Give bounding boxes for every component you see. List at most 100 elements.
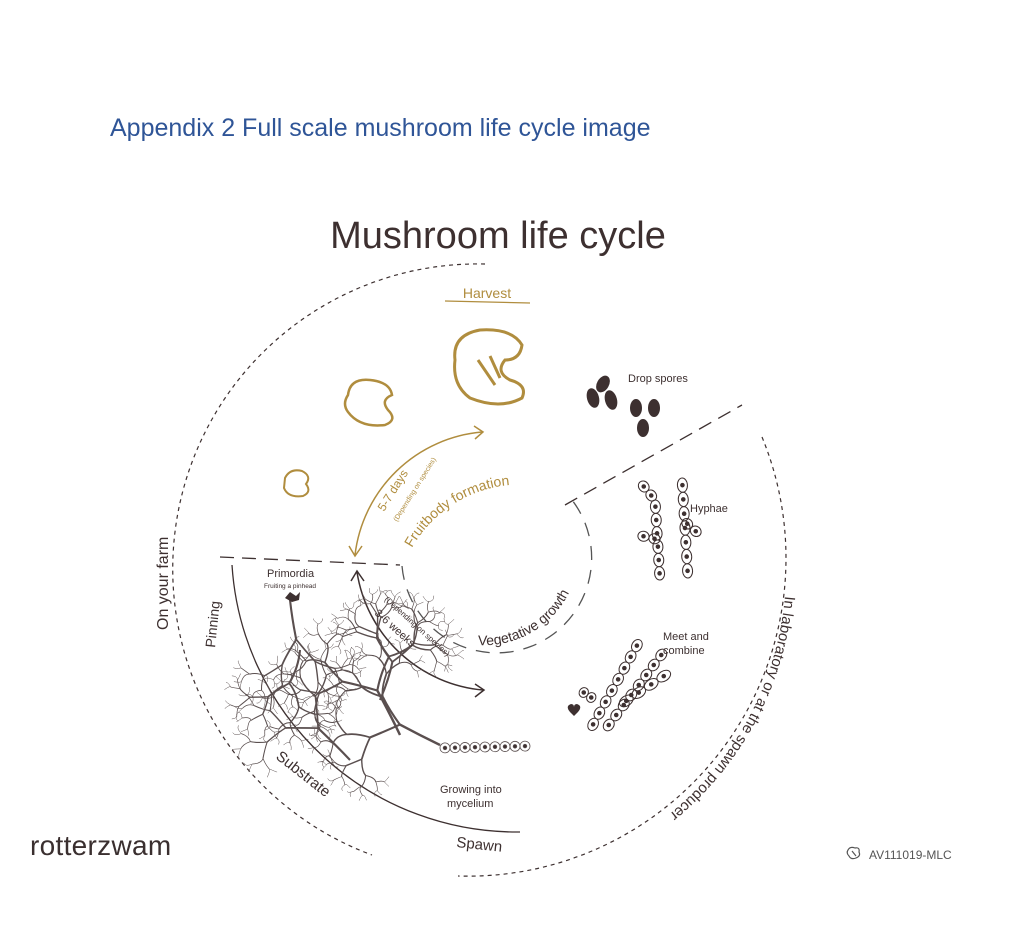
mycelium-branch — [329, 743, 334, 756]
hypha-nucleus — [462, 745, 468, 750]
mycelium-branch — [447, 634, 455, 638]
pinning-label: Pinning — [202, 600, 223, 648]
mycelium-branch — [318, 680, 343, 695]
mycelium-branch — [303, 632, 310, 638]
hypha-nucleus — [656, 557, 662, 563]
hypha-nucleus — [641, 533, 646, 539]
mycelium-branch — [386, 601, 396, 606]
mycelium-branch — [438, 624, 443, 631]
hypha-nucleus — [652, 536, 657, 542]
mycelium-branch — [367, 654, 380, 660]
appendix-heading: Appendix 2 Full scale mushroom life cycl… — [110, 114, 651, 142]
mycelium-branch — [292, 680, 298, 687]
mycelium-branch — [334, 761, 347, 767]
mycelium-branch — [268, 661, 277, 666]
mycelium-branch — [385, 662, 400, 675]
mycelium-branch — [399, 661, 412, 666]
heart-icon — [567, 704, 581, 716]
mycelium-branch — [327, 749, 330, 756]
mycelium-branch — [341, 784, 345, 791]
mycelium-branch — [349, 652, 355, 661]
mycelium-branch — [429, 649, 438, 662]
mycelium-branch — [336, 626, 347, 631]
mycelium-branch — [359, 649, 363, 656]
mycelium-branch — [272, 707, 278, 715]
combine-hyphae-icon — [578, 638, 672, 732]
mycelium-branch — [417, 611, 429, 624]
mycelium-branch — [270, 737, 277, 742]
hypha-nucleus — [643, 672, 649, 678]
mycelium-branch — [353, 673, 359, 682]
mycelium-branch — [289, 743, 292, 751]
mycelium-branch — [388, 642, 395, 645]
mycelium-branch — [265, 683, 272, 695]
mycelium-branch — [417, 669, 424, 672]
mycelium-branch — [264, 725, 268, 736]
mycelium-branch — [231, 675, 238, 680]
hypha-nucleus — [653, 504, 658, 509]
mycelium-branch — [329, 660, 337, 663]
arrow-heads — [350, 569, 486, 698]
mycelium-branch — [247, 687, 250, 696]
mycelium-branch — [302, 696, 311, 700]
document-code-text: AV111019-MLC — [869, 847, 952, 862]
mycelium-branch — [327, 692, 339, 697]
mycelium-branch — [241, 673, 250, 682]
mycelium-branch — [266, 720, 271, 727]
mycelium-branch — [359, 625, 377, 635]
hypha-nucleus — [641, 484, 647, 489]
mycelium-branch — [349, 791, 354, 797]
mycelium-branch — [265, 674, 268, 684]
mycelium-branch — [399, 643, 403, 652]
mycelium-branch — [342, 602, 347, 610]
hypha-nucleus — [651, 662, 657, 668]
mycelium-branch — [291, 696, 294, 708]
mycelium-branch — [442, 644, 453, 650]
mycelium-branch — [242, 717, 252, 721]
hypha-nucleus — [603, 699, 608, 705]
hypha-nucleus — [657, 571, 662, 576]
mycelium-branch — [337, 616, 349, 620]
mycelium-branch — [354, 613, 360, 628]
hypha-nucleus — [606, 722, 612, 728]
mycelium-branch — [328, 706, 336, 714]
mycelium-branch — [395, 602, 403, 605]
mushroom-large-icon — [453, 328, 525, 406]
mycelium-branch — [422, 596, 429, 602]
mycelium-branch — [336, 682, 340, 694]
mycelium-branch — [309, 653, 321, 660]
mycelium-branch — [341, 658, 348, 671]
mycelium-branch — [231, 748, 241, 750]
mycelium-branch — [281, 639, 297, 666]
hypha-nucleus — [661, 673, 667, 679]
hypha-nucleus — [623, 698, 629, 704]
mycelium-branch — [346, 626, 360, 631]
mycelium-branch — [411, 660, 420, 666]
mycelium-branch — [289, 706, 300, 724]
mycelium-branch — [377, 790, 383, 796]
mycelium-branch — [337, 692, 342, 700]
vegetative-circle — [401, 499, 593, 654]
mycelium-branch — [262, 713, 269, 727]
mycelium-branch — [273, 731, 278, 739]
mycelium-branch — [312, 747, 315, 754]
mycelium-branch — [384, 776, 390, 783]
mycelium-branch — [429, 613, 436, 622]
mycelium-branch — [341, 765, 347, 778]
hypha-nucleus — [615, 677, 621, 682]
mycelium-branch — [451, 646, 459, 649]
mycelium-branch — [295, 638, 316, 662]
mycelium-branch — [428, 610, 440, 613]
mycelium-branch — [233, 667, 242, 669]
mycelium-branch — [444, 629, 448, 637]
arrow-heads — [348, 425, 485, 558]
mycelium-branch — [358, 598, 362, 606]
mycelium-branch — [252, 689, 262, 697]
mycelium-branch — [328, 725, 337, 728]
mycelium-branch — [365, 599, 376, 604]
mycelium-branch — [391, 597, 396, 608]
mycelium-branch — [289, 666, 295, 672]
mycelium-branch — [360, 775, 367, 788]
mycelium-branch — [333, 719, 337, 727]
